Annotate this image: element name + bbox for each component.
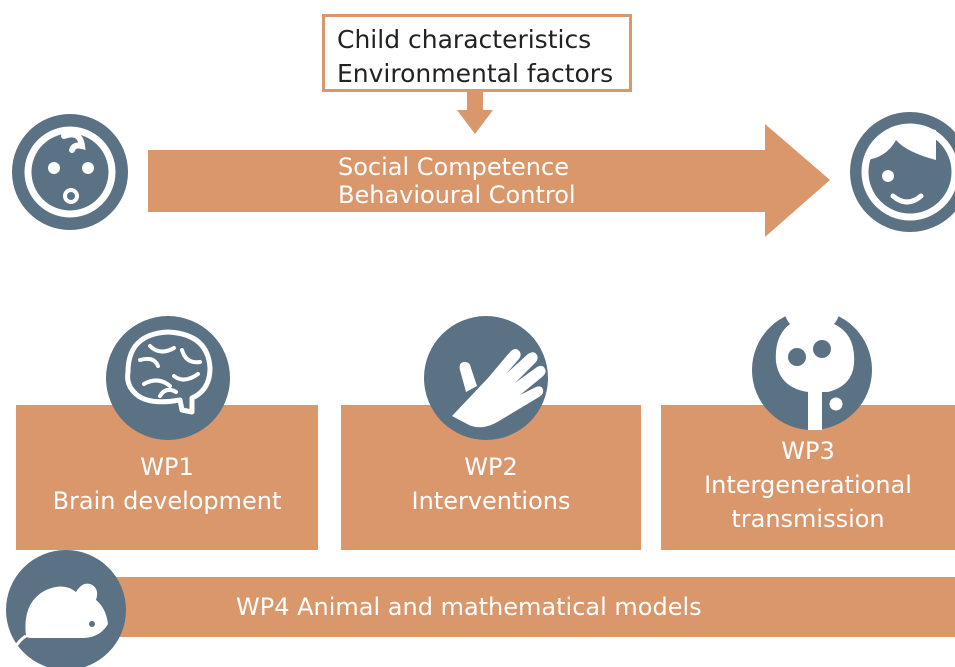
wp3-label: WP3 Intergenerational transmission bbox=[661, 434, 955, 536]
wp2-id: WP2 bbox=[464, 453, 518, 481]
main-arrow-label: Social Competence Behavioural Control bbox=[338, 153, 576, 209]
main-arrow-shape bbox=[148, 124, 830, 237]
adult-face-icon bbox=[850, 112, 955, 232]
wp4-label-wrap: WP4 Animal and mathematical models bbox=[236, 590, 702, 624]
brain-icon bbox=[106, 316, 230, 440]
wp4-label: WP4 Animal and mathematical models bbox=[236, 593, 702, 621]
main-arrow-line-2: Behavioural Control bbox=[338, 181, 576, 209]
context-box: Child characteristics Environmental fact… bbox=[322, 14, 632, 92]
down-arrow bbox=[457, 92, 493, 134]
wp1-label: WP1 Brain development bbox=[16, 450, 318, 518]
hand-icon bbox=[424, 316, 548, 440]
wp4-bar bbox=[70, 577, 955, 637]
wp3-title-line-1: Intergenerational bbox=[704, 471, 912, 499]
main-arrow-line-1: Social Competence bbox=[338, 153, 569, 181]
context-line-1: Child characteristics bbox=[337, 25, 592, 54]
wp1-id: WP1 bbox=[140, 453, 194, 481]
mouse-icon bbox=[6, 550, 126, 667]
context-line-2: Environmental factors bbox=[337, 59, 614, 88]
tree-icon bbox=[752, 281, 872, 430]
wp2-title: Interventions bbox=[411, 487, 571, 515]
wp2-label: WP2 Interventions bbox=[341, 450, 641, 518]
wp3-id: WP3 bbox=[781, 437, 835, 465]
baby-face-icon bbox=[12, 114, 128, 230]
wp1-title: Brain development bbox=[52, 487, 282, 515]
wp3-title-line-2: transmission bbox=[731, 505, 885, 533]
